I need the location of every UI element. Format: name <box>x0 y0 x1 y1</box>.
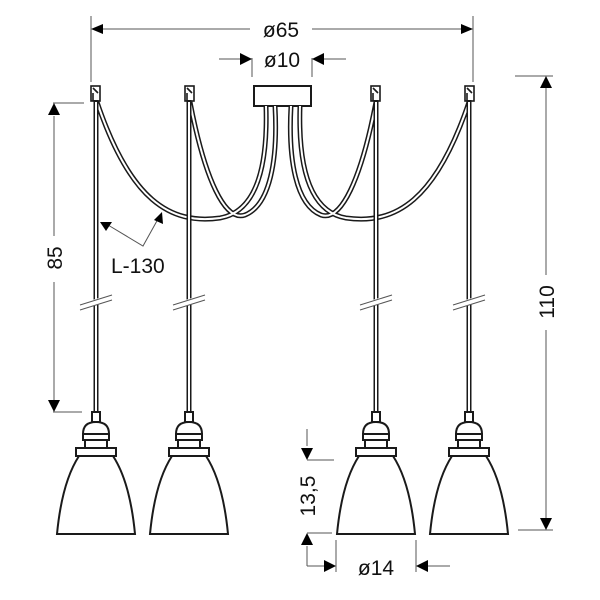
drop-height-label: 85 <box>44 246 67 269</box>
overall-diameter-label: ø65 <box>263 19 299 42</box>
lamp-shade-4 <box>429 411 509 535</box>
shade-height-label: 13,5 <box>297 476 320 517</box>
total-height-label: 110 <box>536 285 559 318</box>
dimension-shade-diameter <box>307 540 450 572</box>
ceiling-canopy <box>253 85 312 107</box>
dimension-canopy-diameter <box>219 53 346 77</box>
cable-length-label: L-130 <box>111 255 165 278</box>
shade-diameter-label: ø14 <box>358 557 395 580</box>
canopy-diameter-label: ø10 <box>264 49 300 72</box>
spider-cables <box>94 101 472 222</box>
dimension-total-height <box>515 75 553 531</box>
lamp-shade-1 <box>56 411 136 535</box>
lamp-shade-3 <box>336 411 416 535</box>
dimension-cable-length <box>100 212 163 247</box>
dimension-drop-height <box>48 102 84 413</box>
lamp-shade-2 <box>149 411 229 535</box>
dimension-shade-height <box>301 429 334 566</box>
pendant-cords <box>79 100 486 414</box>
dimension-overall-diameter <box>90 16 474 82</box>
